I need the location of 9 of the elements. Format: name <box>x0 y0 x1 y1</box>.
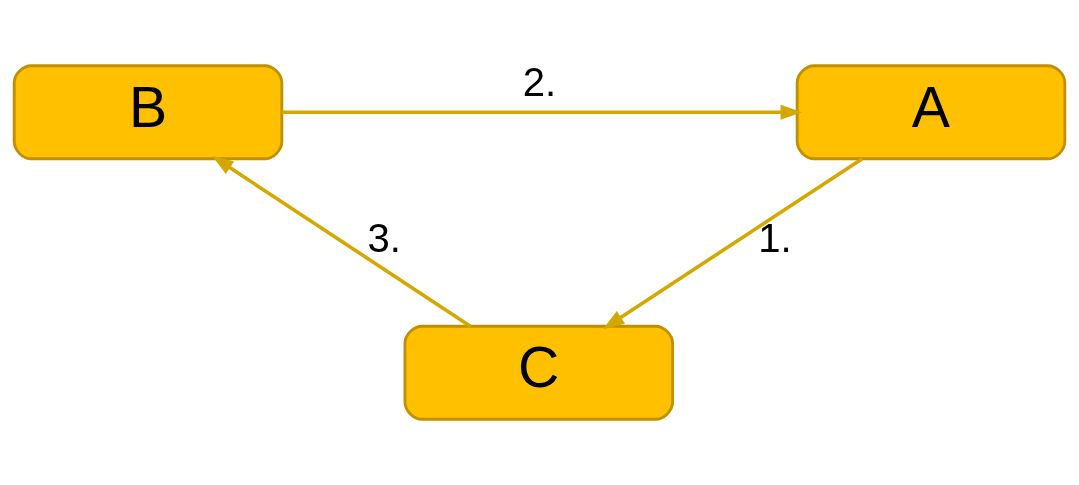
node-box: A <box>795 64 1067 161</box>
arrow <box>602 157 864 330</box>
edge-label: 3. <box>367 216 401 261</box>
arrow <box>282 104 803 120</box>
edge-label: 2. <box>522 59 557 104</box>
node-box: C <box>403 324 675 421</box>
edge-label: 1. <box>758 216 792 261</box>
node-box: B <box>12 64 284 161</box>
arrow <box>212 155 472 328</box>
